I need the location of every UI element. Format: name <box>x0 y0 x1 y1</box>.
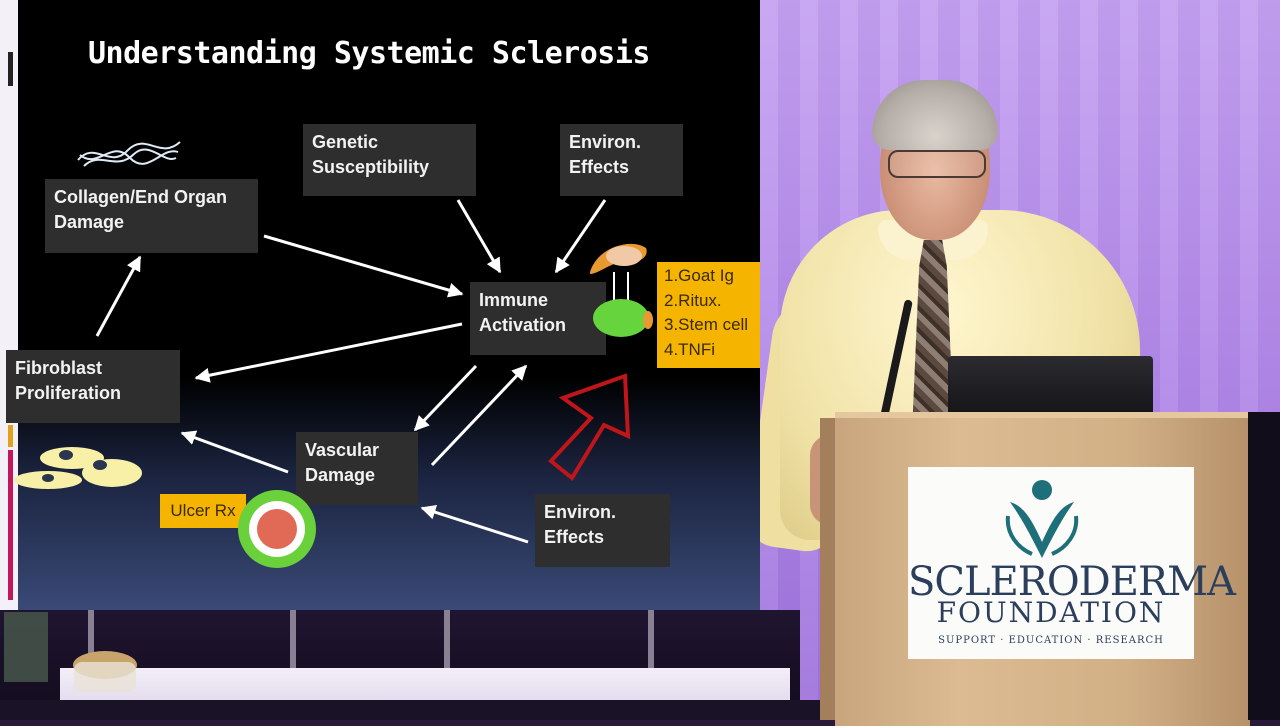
box-immune-activation: Immune Activation <box>470 282 606 355</box>
slide-title: Understanding Systemic Sclerosis <box>88 36 650 71</box>
speaker-glasses <box>888 150 986 178</box>
edge-mark <box>8 52 13 86</box>
box-environ-effects-top: Environ. Effects <box>560 124 683 196</box>
foundation-sign <box>908 467 1194 659</box>
sign-title: SCLERODERMA <box>908 559 1236 605</box>
box-genetic-susceptibility: Genetic Susceptibility <box>303 124 476 196</box>
treatment-item: 1.Goat Ig <box>664 266 734 285</box>
ulcer-rx-label: Ulcer Rx <box>160 494 246 528</box>
box-vascular-damage: Vascular Damage <box>296 432 418 505</box>
laptop <box>948 356 1153 416</box>
box-collagen-damage: Collagen/End Organ Damage <box>45 179 258 253</box>
treatment-item: 2.Ritux. <box>664 290 722 310</box>
table-leg <box>88 610 94 670</box>
box-fibroblast-proliferation: Fibroblast Proliferation <box>6 350 180 423</box>
treatment-list: 1.Goat Ig 2.Ritux. 3.Stem cell 4.TNFi <box>657 262 760 368</box>
sign-tagline: SUPPORT · EDUCATION · RESEARCH <box>938 635 1164 646</box>
foundation-logo-icon <box>1005 480 1079 558</box>
treatment-item: 4.TNFi <box>664 339 715 359</box>
table-leg <box>290 610 296 670</box>
speaker-hair <box>872 80 998 150</box>
stage-shadow <box>1248 412 1280 720</box>
edge-mark <box>8 425 13 447</box>
treatment-item: 3.Stem cell <box>664 315 749 334</box>
sign-subtitle: FOUNDATION <box>936 596 1166 629</box>
box-environ-effects-bottom: Environ. Effects <box>535 494 670 567</box>
table-leg <box>444 610 450 670</box>
screen-edge <box>0 0 18 610</box>
edge-mark <box>8 450 13 600</box>
table-leg <box>648 610 654 670</box>
